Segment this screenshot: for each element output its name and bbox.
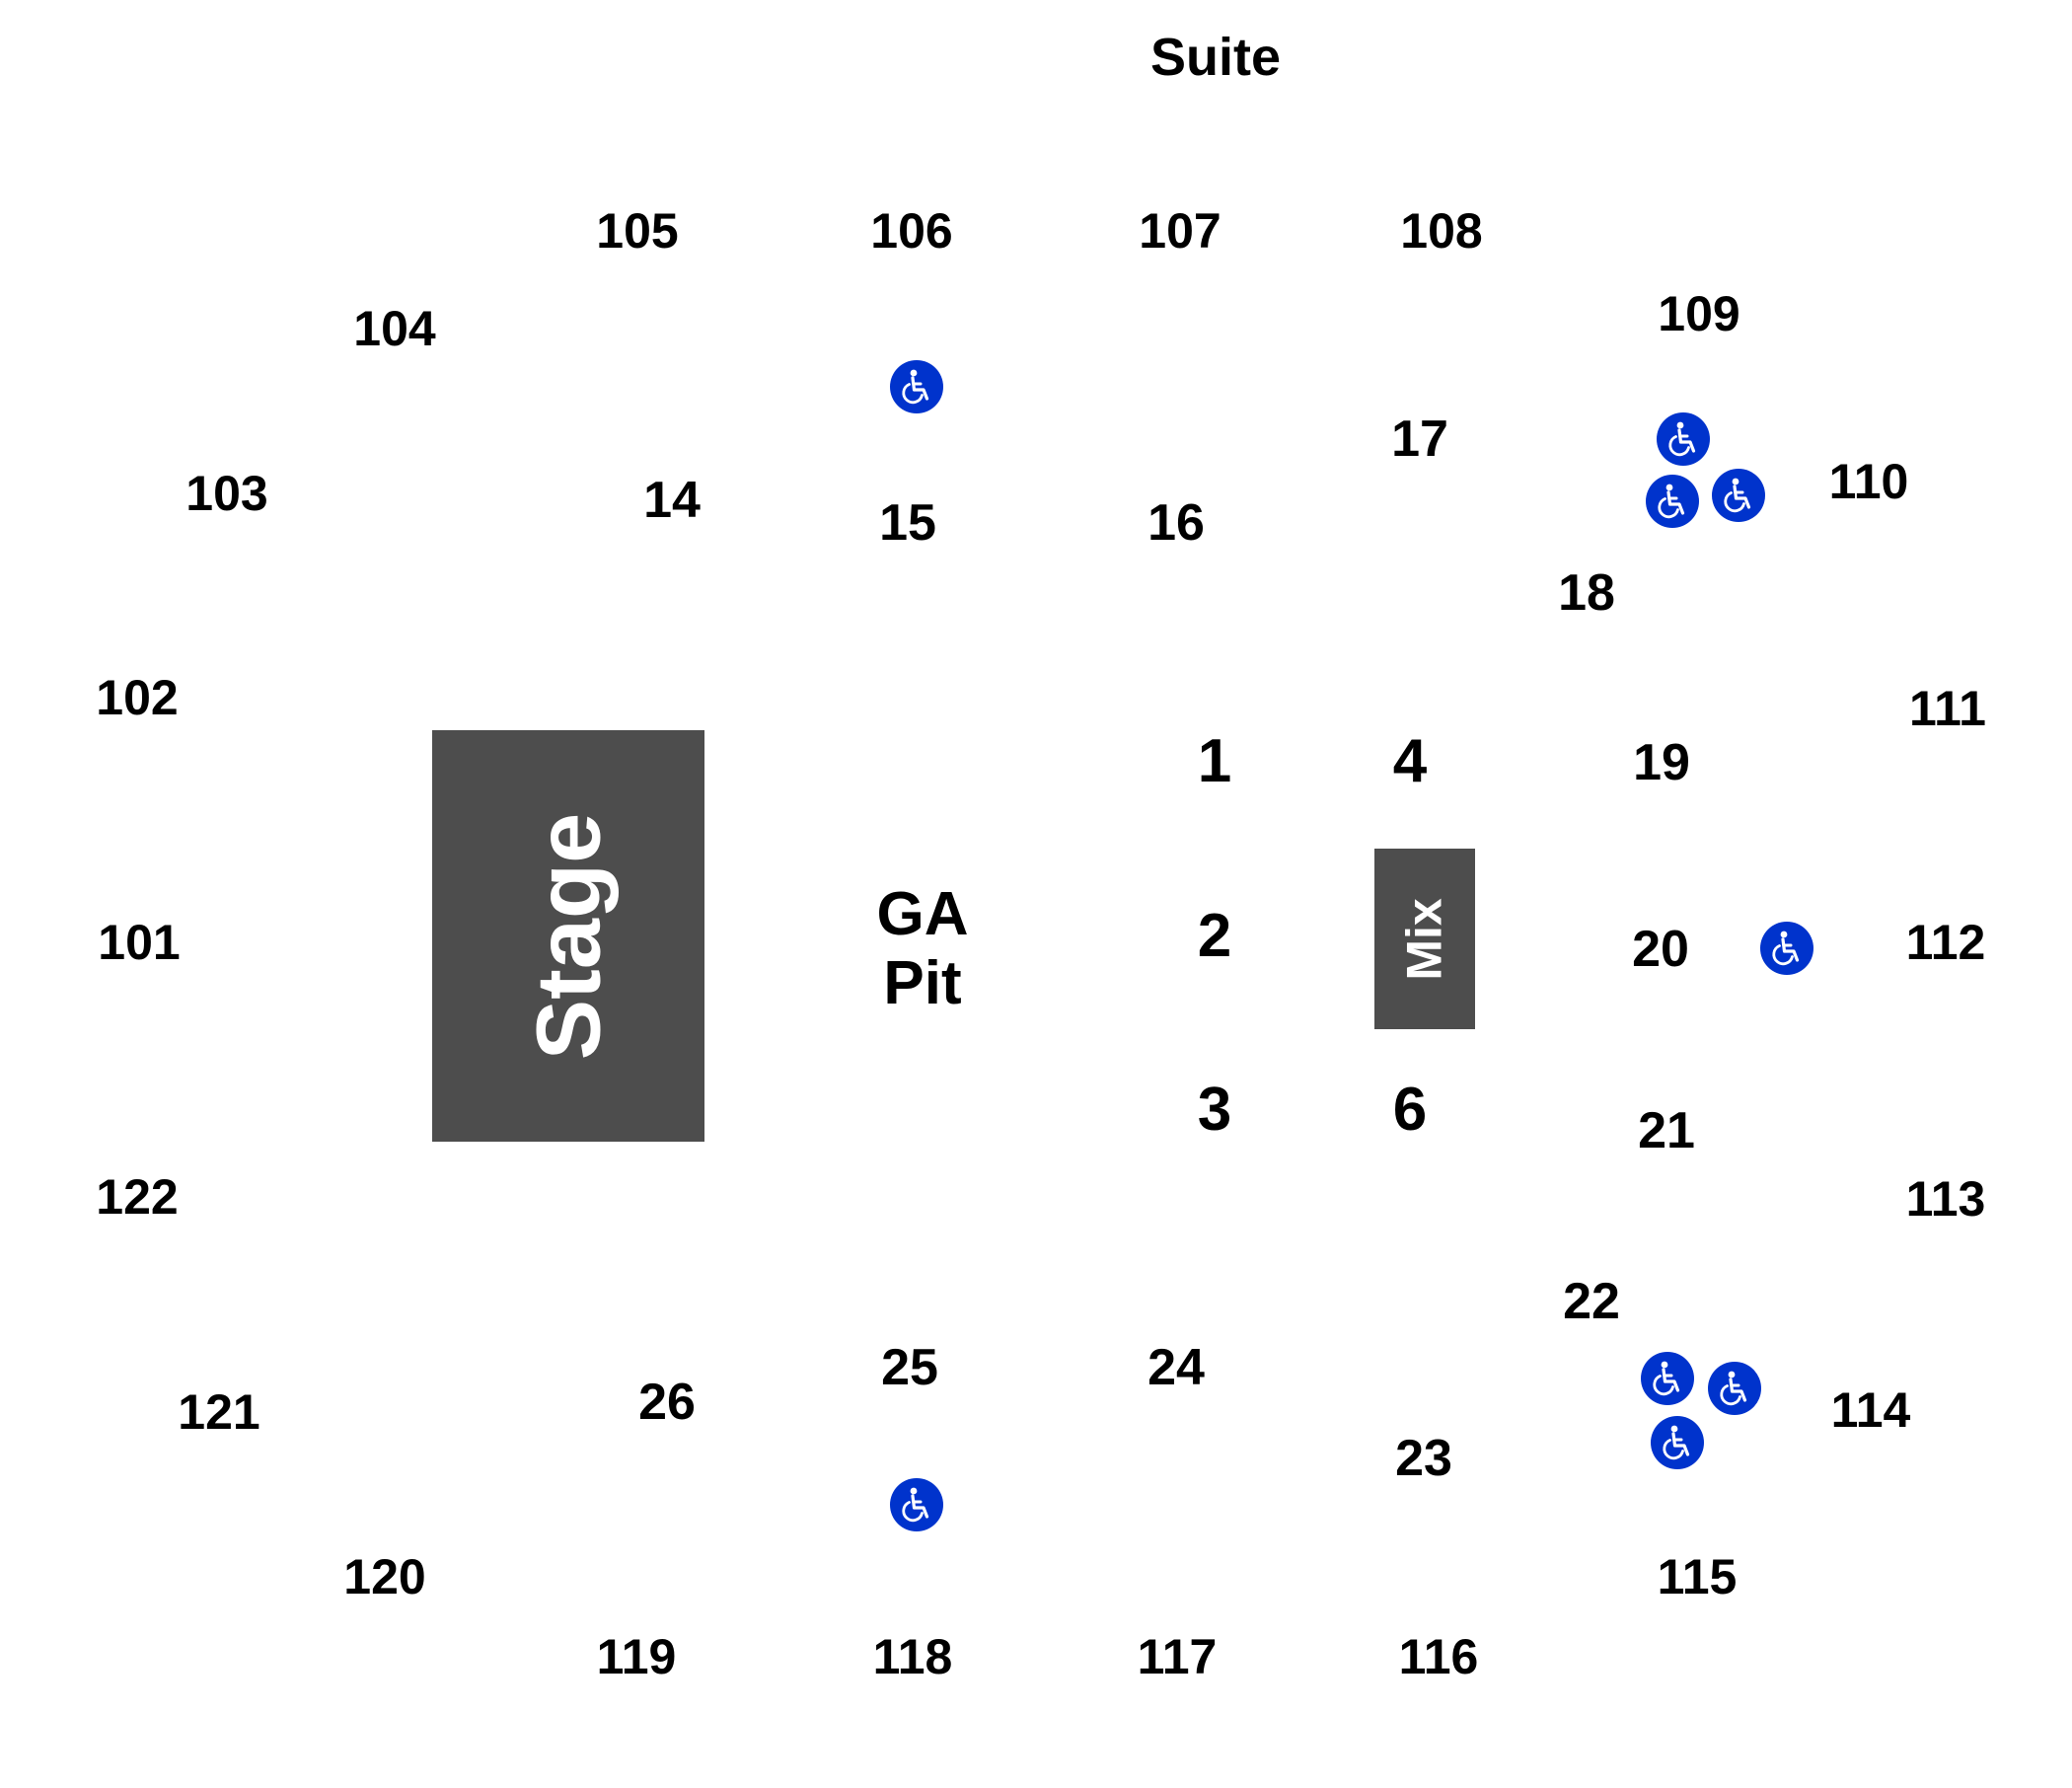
ga-pit-section[interactable]: GA Pit xyxy=(877,880,969,1018)
section-19[interactable]: 19 xyxy=(1633,734,1690,791)
section-104[interactable]: 104 xyxy=(353,301,436,356)
floor-section-6[interactable]: 6 xyxy=(1392,1076,1428,1144)
stage-block: Stage xyxy=(432,730,704,1142)
section-105[interactable]: 105 xyxy=(596,203,679,259)
section-122[interactable]: 122 xyxy=(96,1169,179,1225)
floor-section-3[interactable]: 3 xyxy=(1197,1076,1232,1144)
section-109[interactable]: 109 xyxy=(1658,286,1740,341)
section-106[interactable]: 106 xyxy=(870,203,953,259)
section-114[interactable]: 114 xyxy=(1830,1382,1911,1438)
section-25[interactable]: 25 xyxy=(881,1339,938,1396)
wheelchair-accessible-icon xyxy=(1641,1352,1694,1405)
section-115[interactable]: 115 xyxy=(1657,1549,1738,1604)
section-15[interactable]: 15 xyxy=(879,494,936,552)
section-118[interactable]: 118 xyxy=(872,1629,953,1684)
wheelchair-accessible-icon xyxy=(890,360,943,413)
wheelchair-accessible-icon xyxy=(1657,412,1710,466)
section-121[interactable]: 121 xyxy=(178,1384,260,1440)
section-24[interactable]: 24 xyxy=(1147,1339,1205,1396)
wheelchair-accessible-icon xyxy=(1760,922,1813,975)
section-108[interactable]: 108 xyxy=(1400,203,1483,259)
section-116[interactable]: 116 xyxy=(1398,1629,1479,1684)
ga-pit-label-line1: GA xyxy=(876,880,969,948)
suite-label: Suite xyxy=(1149,28,1282,87)
section-22[interactable]: 22 xyxy=(1563,1273,1620,1330)
wheelchair-accessible-icon xyxy=(1651,1416,1704,1469)
wheelchair-accessible-icon xyxy=(1646,475,1699,528)
section-107[interactable]: 107 xyxy=(1139,203,1221,259)
section-26[interactable]: 26 xyxy=(638,1374,696,1431)
section-101[interactable]: 101 xyxy=(98,915,181,970)
section-102[interactable]: 102 xyxy=(96,670,179,725)
section-120[interactable]: 120 xyxy=(343,1549,426,1604)
section-14[interactable]: 14 xyxy=(643,472,701,529)
wheelchair-accessible-icon xyxy=(890,1478,943,1531)
section-112[interactable]: 112 xyxy=(1905,915,1986,970)
section-119[interactable]: 119 xyxy=(596,1629,677,1684)
section-117[interactable]: 117 xyxy=(1137,1629,1218,1684)
section-23[interactable]: 23 xyxy=(1395,1430,1452,1487)
stage-label: Stage xyxy=(518,812,619,1060)
wheelchair-accessible-icon xyxy=(1712,469,1765,522)
section-113[interactable]: 113 xyxy=(1905,1171,1986,1227)
section-111[interactable]: 111 xyxy=(1909,681,1986,736)
mix-block: Mix xyxy=(1374,849,1475,1029)
floor-section-1[interactable]: 1 xyxy=(1197,727,1232,795)
section-16[interactable]: 16 xyxy=(1147,494,1205,552)
mix-label: Mix xyxy=(1396,897,1452,981)
section-18[interactable]: 18 xyxy=(1558,564,1615,622)
section-20[interactable]: 20 xyxy=(1632,921,1689,978)
section-110[interactable]: 110 xyxy=(1828,454,1909,509)
floor-section-4[interactable]: 4 xyxy=(1392,727,1428,795)
floor-section-2[interactable]: 2 xyxy=(1197,902,1232,970)
wheelchair-accessible-icon xyxy=(1708,1362,1761,1415)
ga-pit-label-line2: Pit xyxy=(883,949,962,1017)
section-17[interactable]: 17 xyxy=(1391,410,1448,468)
section-21[interactable]: 21 xyxy=(1638,1102,1695,1159)
section-103[interactable]: 103 xyxy=(185,466,268,521)
